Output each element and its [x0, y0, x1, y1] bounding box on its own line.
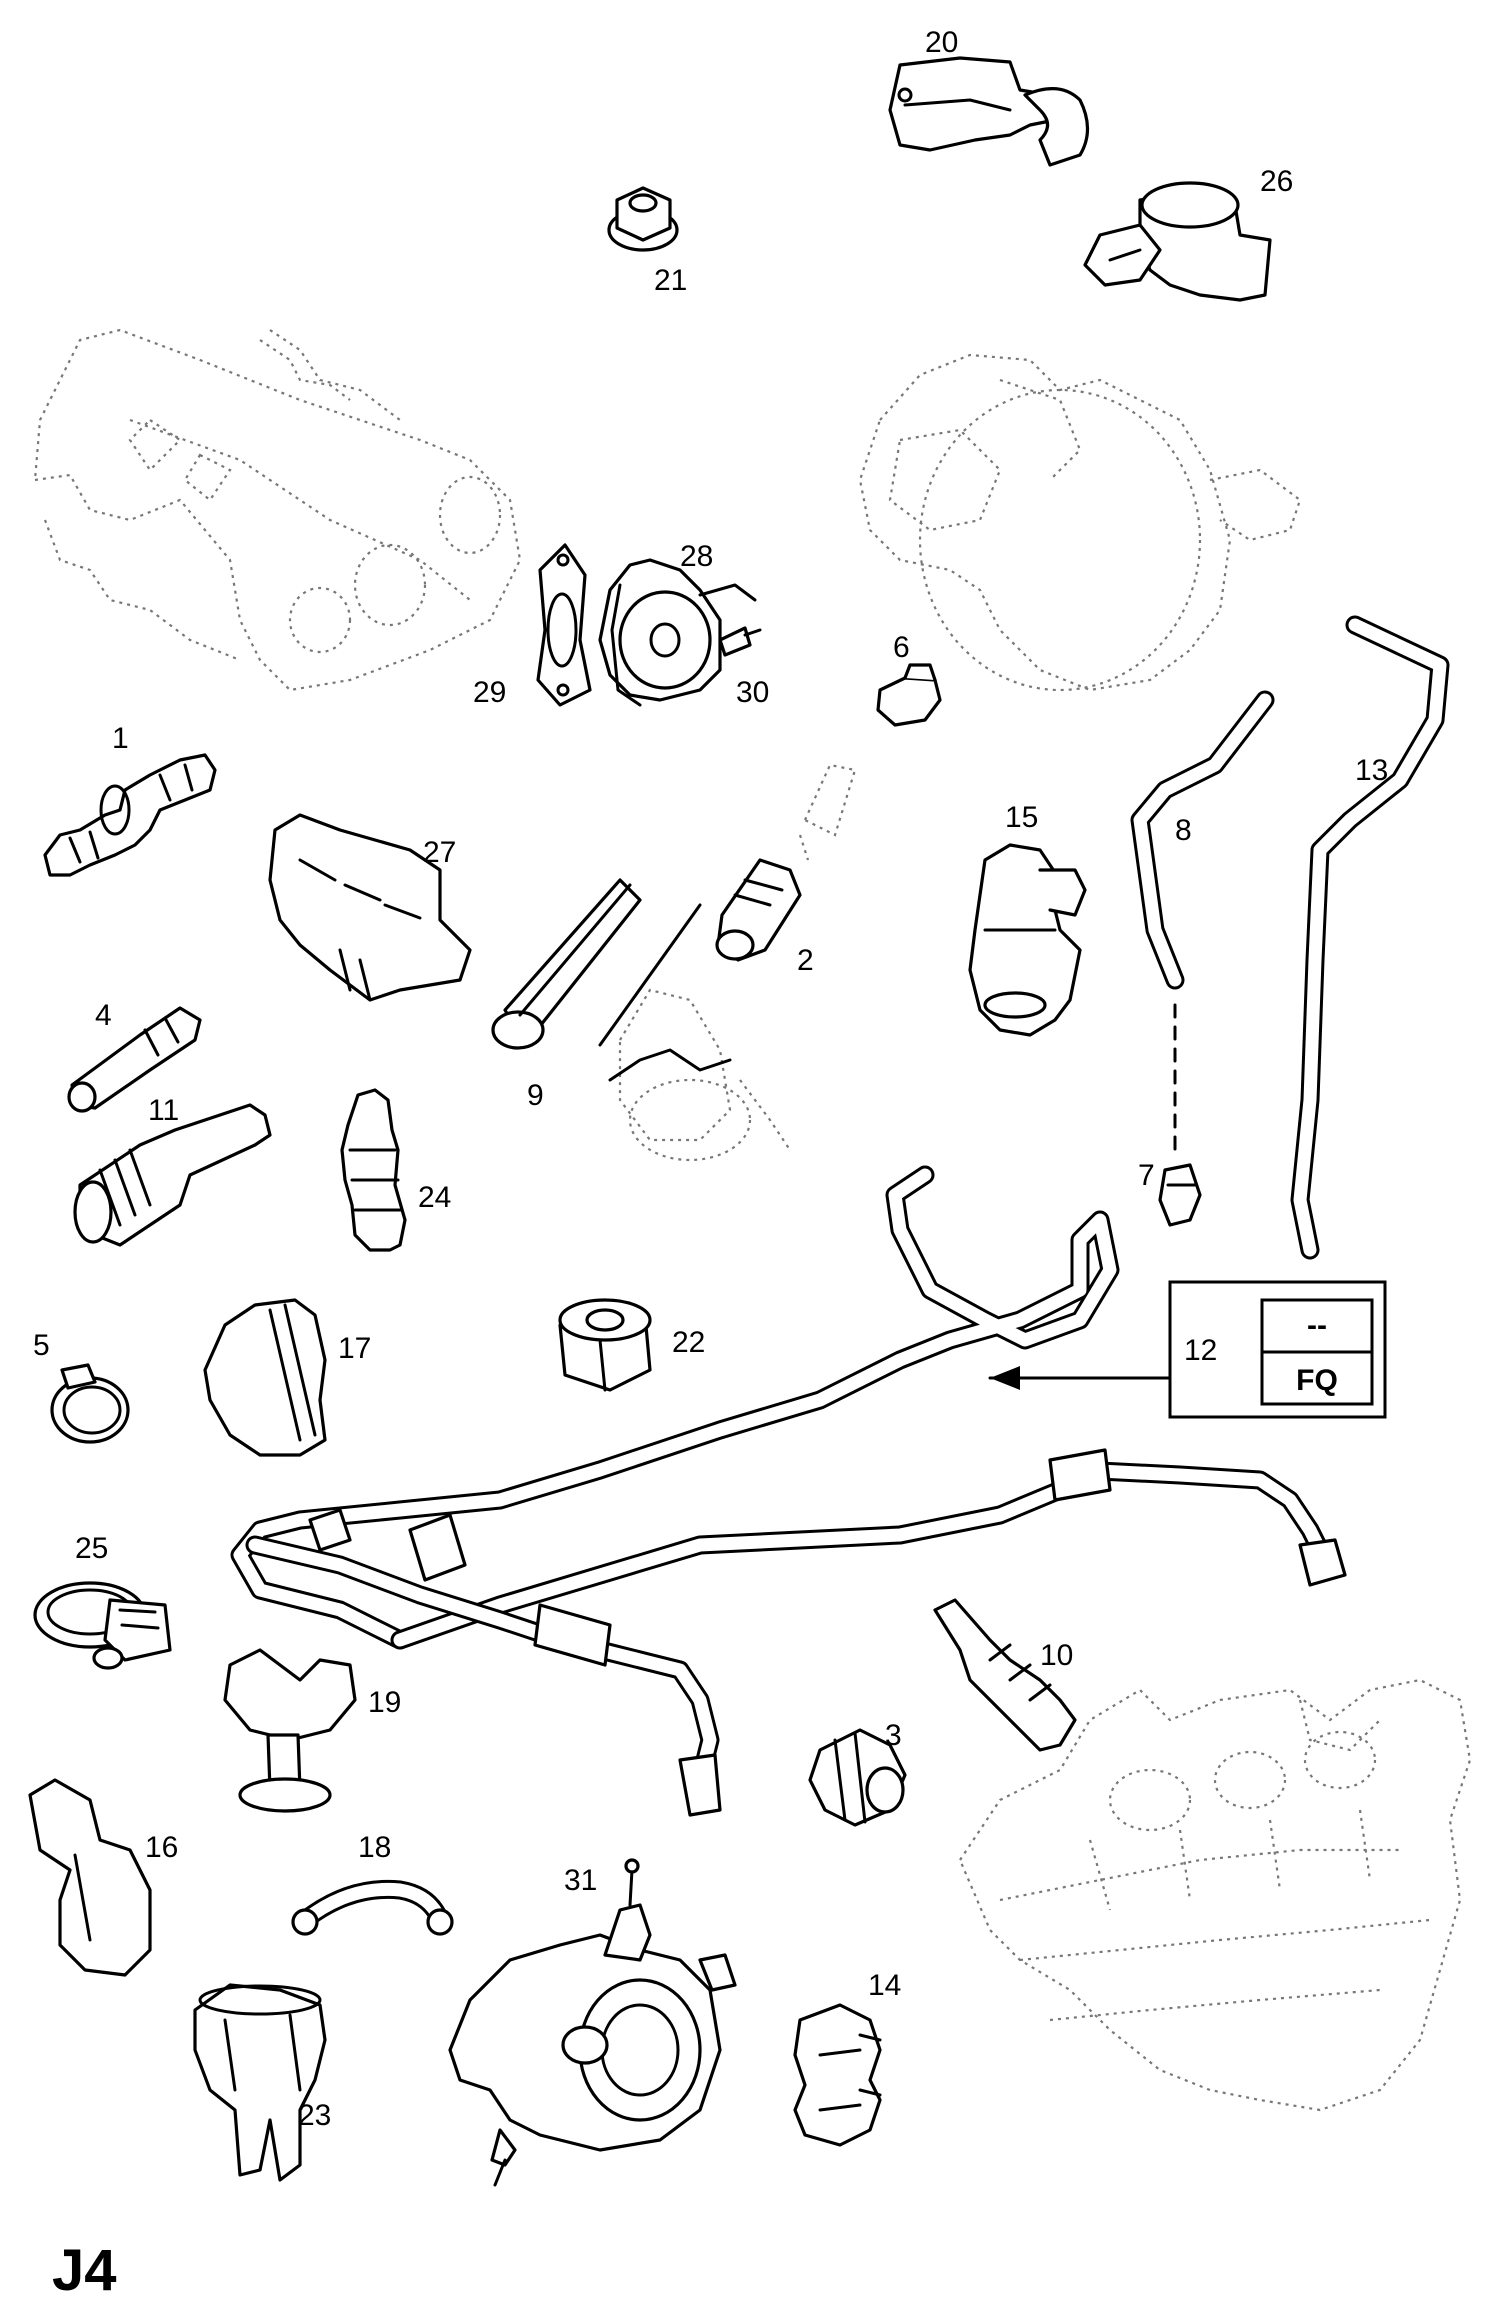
- part-20-bracket: [888, 56, 1090, 167]
- callout-3: 3: [885, 1719, 902, 1752]
- callout-16: 16: [145, 1831, 178, 1864]
- part-13-hose: [1290, 615, 1450, 1260]
- callout-19: 19: [368, 1686, 401, 1719]
- callout-2: 2: [797, 944, 814, 977]
- callout-14: 14: [868, 1969, 901, 2002]
- part-25-worm-clamp: [33, 1581, 172, 1670]
- callout-7: 7: [1138, 1159, 1155, 1192]
- part-14-double-clip: [793, 2003, 882, 2147]
- callout-10: 10: [1040, 1639, 1073, 1672]
- part-3-grommet: [808, 1728, 907, 1827]
- callout-17: 17: [338, 1332, 371, 1365]
- part-10-connector: [933, 1598, 1077, 1752]
- callout-27: 27: [423, 836, 456, 869]
- page-code: J4: [52, 2238, 117, 2303]
- callout-labels: 1 2 3 4 5 6 7 8 9 10 11 12 13 14 15 16 1…: [33, 26, 1388, 2132]
- part-11-union: [73, 1103, 272, 1247]
- part-26-clamp: [1083, 181, 1272, 302]
- part-4-nipple: [67, 1006, 202, 1113]
- part-6-check-valve: [876, 663, 942, 727]
- part-23-clip: [193, 1983, 327, 2182]
- part-9-hose: [491, 878, 642, 1050]
- callout-24: 24: [418, 1181, 451, 1214]
- part-17-clip: [203, 1298, 327, 1457]
- ghost-engine-block: [958, 1678, 1472, 2112]
- callout-11: 11: [148, 1094, 179, 1127]
- part-1-hose-connector: [43, 753, 217, 877]
- part-18-elbow-hose: [291, 1879, 454, 1936]
- part-31-vacuum-pump: [448, 1858, 737, 2187]
- callout-1: 1: [112, 722, 129, 755]
- callout-23: 23: [298, 2099, 331, 2132]
- callout-26: 26: [1260, 165, 1293, 198]
- callout-30: 30: [736, 676, 769, 709]
- part-19-clip: [223, 1648, 357, 1813]
- part-15-valve: [968, 843, 1087, 1037]
- callout-25: 25: [75, 1532, 108, 1565]
- callout-4: 4: [95, 999, 112, 1032]
- callout-28: 28: [680, 540, 713, 573]
- part-2-coupling: [715, 858, 802, 962]
- variant-box: -- FQ: [1168, 1280, 1387, 1419]
- part-29-gasket: [536, 543, 592, 707]
- part-21-nut: [607, 186, 679, 252]
- part-5-hose-clamp: [50, 1363, 130, 1444]
- variant-box-top-code: --: [1307, 1309, 1327, 1342]
- part-2-ghost-link: [798, 763, 857, 861]
- ghost-brake-booster: [858, 353, 1302, 692]
- part-28-vacuum-pump: [598, 558, 757, 707]
- callout-9: 9: [527, 1079, 544, 1112]
- part-16-clip: [28, 1778, 152, 1977]
- part-12-fuel-line-assembly: [230, 1165, 1347, 1817]
- ghost-throttle-body: [618, 988, 791, 1162]
- callout-12: 12: [1184, 1334, 1217, 1367]
- callout-8: 8: [1175, 814, 1192, 847]
- part-8-hose: [1130, 690, 1275, 990]
- variant-box-bottom-code: FQ: [1296, 1364, 1338, 1397]
- callout-21: 21: [654, 264, 687, 297]
- part-9-guide-line: [598, 903, 732, 1082]
- callout-31: 31: [564, 1864, 597, 1897]
- part-7-connector: [1158, 1163, 1202, 1227]
- callout-22: 22: [672, 1326, 705, 1359]
- part-22-hex-nut: [558, 1298, 652, 1392]
- callout-6: 6: [893, 631, 910, 664]
- callout-20: 20: [925, 26, 958, 59]
- callout-5: 5: [33, 1329, 50, 1362]
- part-30-bolt: [718, 626, 762, 657]
- ghost-intake-manifold: [33, 328, 522, 692]
- callout-13: 13: [1355, 754, 1388, 787]
- callout-29: 29: [473, 676, 506, 709]
- part-24-connector: [340, 1088, 407, 1252]
- part-27-clip: [268, 813, 472, 1002]
- callout-18: 18: [358, 1831, 391, 1864]
- callout-15: 15: [1005, 801, 1038, 834]
